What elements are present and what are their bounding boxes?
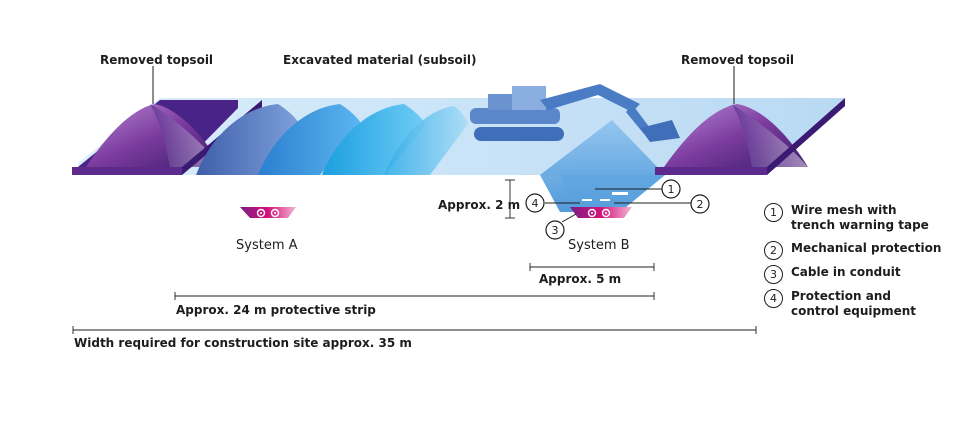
label-trench-width: Approx. 5 m bbox=[539, 272, 622, 286]
callout-4 bbox=[525, 193, 545, 213]
right-topsoil-heap bbox=[655, 98, 845, 175]
system-b-cables bbox=[570, 192, 632, 218]
label-system-b: System B bbox=[568, 238, 630, 253]
label-depth: Approx. 2 m bbox=[438, 198, 521, 212]
label-protective-strip: Approx. 24 m protective strip bbox=[176, 303, 376, 317]
excavator bbox=[470, 84, 680, 142]
callout-3-number: 3 bbox=[552, 224, 559, 237]
callout-3 bbox=[545, 220, 565, 240]
legend-number: 3 bbox=[764, 265, 783, 284]
label-excavated-material: Excavated material (subsoil) bbox=[283, 53, 477, 67]
callout-2 bbox=[690, 194, 710, 214]
label-site-width: Width required for construction site app… bbox=[74, 336, 412, 350]
callout-2-number: 2 bbox=[697, 198, 704, 211]
legend-item-1: 1 Wire mesh with trench warning tape bbox=[764, 203, 929, 233]
dimension-lines bbox=[72, 179, 757, 334]
legend-item-2: 2 Mechanical protection bbox=[764, 241, 941, 260]
legend-number: 1 bbox=[764, 203, 783, 222]
legend-item-3: 3 Cable in conduit bbox=[764, 265, 901, 284]
callout-circles bbox=[525, 179, 710, 240]
label-system-a: System A bbox=[236, 238, 298, 253]
subsoil-windrows bbox=[196, 104, 468, 175]
legend-text: Wire mesh with trench warning tape bbox=[791, 203, 929, 232]
system-a-cables bbox=[240, 207, 296, 218]
callout-lines bbox=[152, 66, 735, 223]
callout-4-number: 4 bbox=[532, 197, 539, 210]
legend-text: Cable in conduit bbox=[791, 265, 901, 279]
legend-text: Mechanical protection bbox=[791, 241, 942, 255]
callout-1 bbox=[661, 179, 681, 199]
legend-item-4: 4 Protection and control equipment bbox=[764, 289, 916, 319]
legend-number: 4 bbox=[764, 289, 783, 308]
label-removed-topsoil-right: Removed topsoil bbox=[681, 53, 795, 67]
callout-1-number: 1 bbox=[668, 183, 675, 196]
legend-text: Protection and control equipment bbox=[791, 289, 916, 318]
label-removed-topsoil-left: Removed topsoil bbox=[100, 53, 214, 67]
legend-number: 2 bbox=[764, 241, 783, 260]
